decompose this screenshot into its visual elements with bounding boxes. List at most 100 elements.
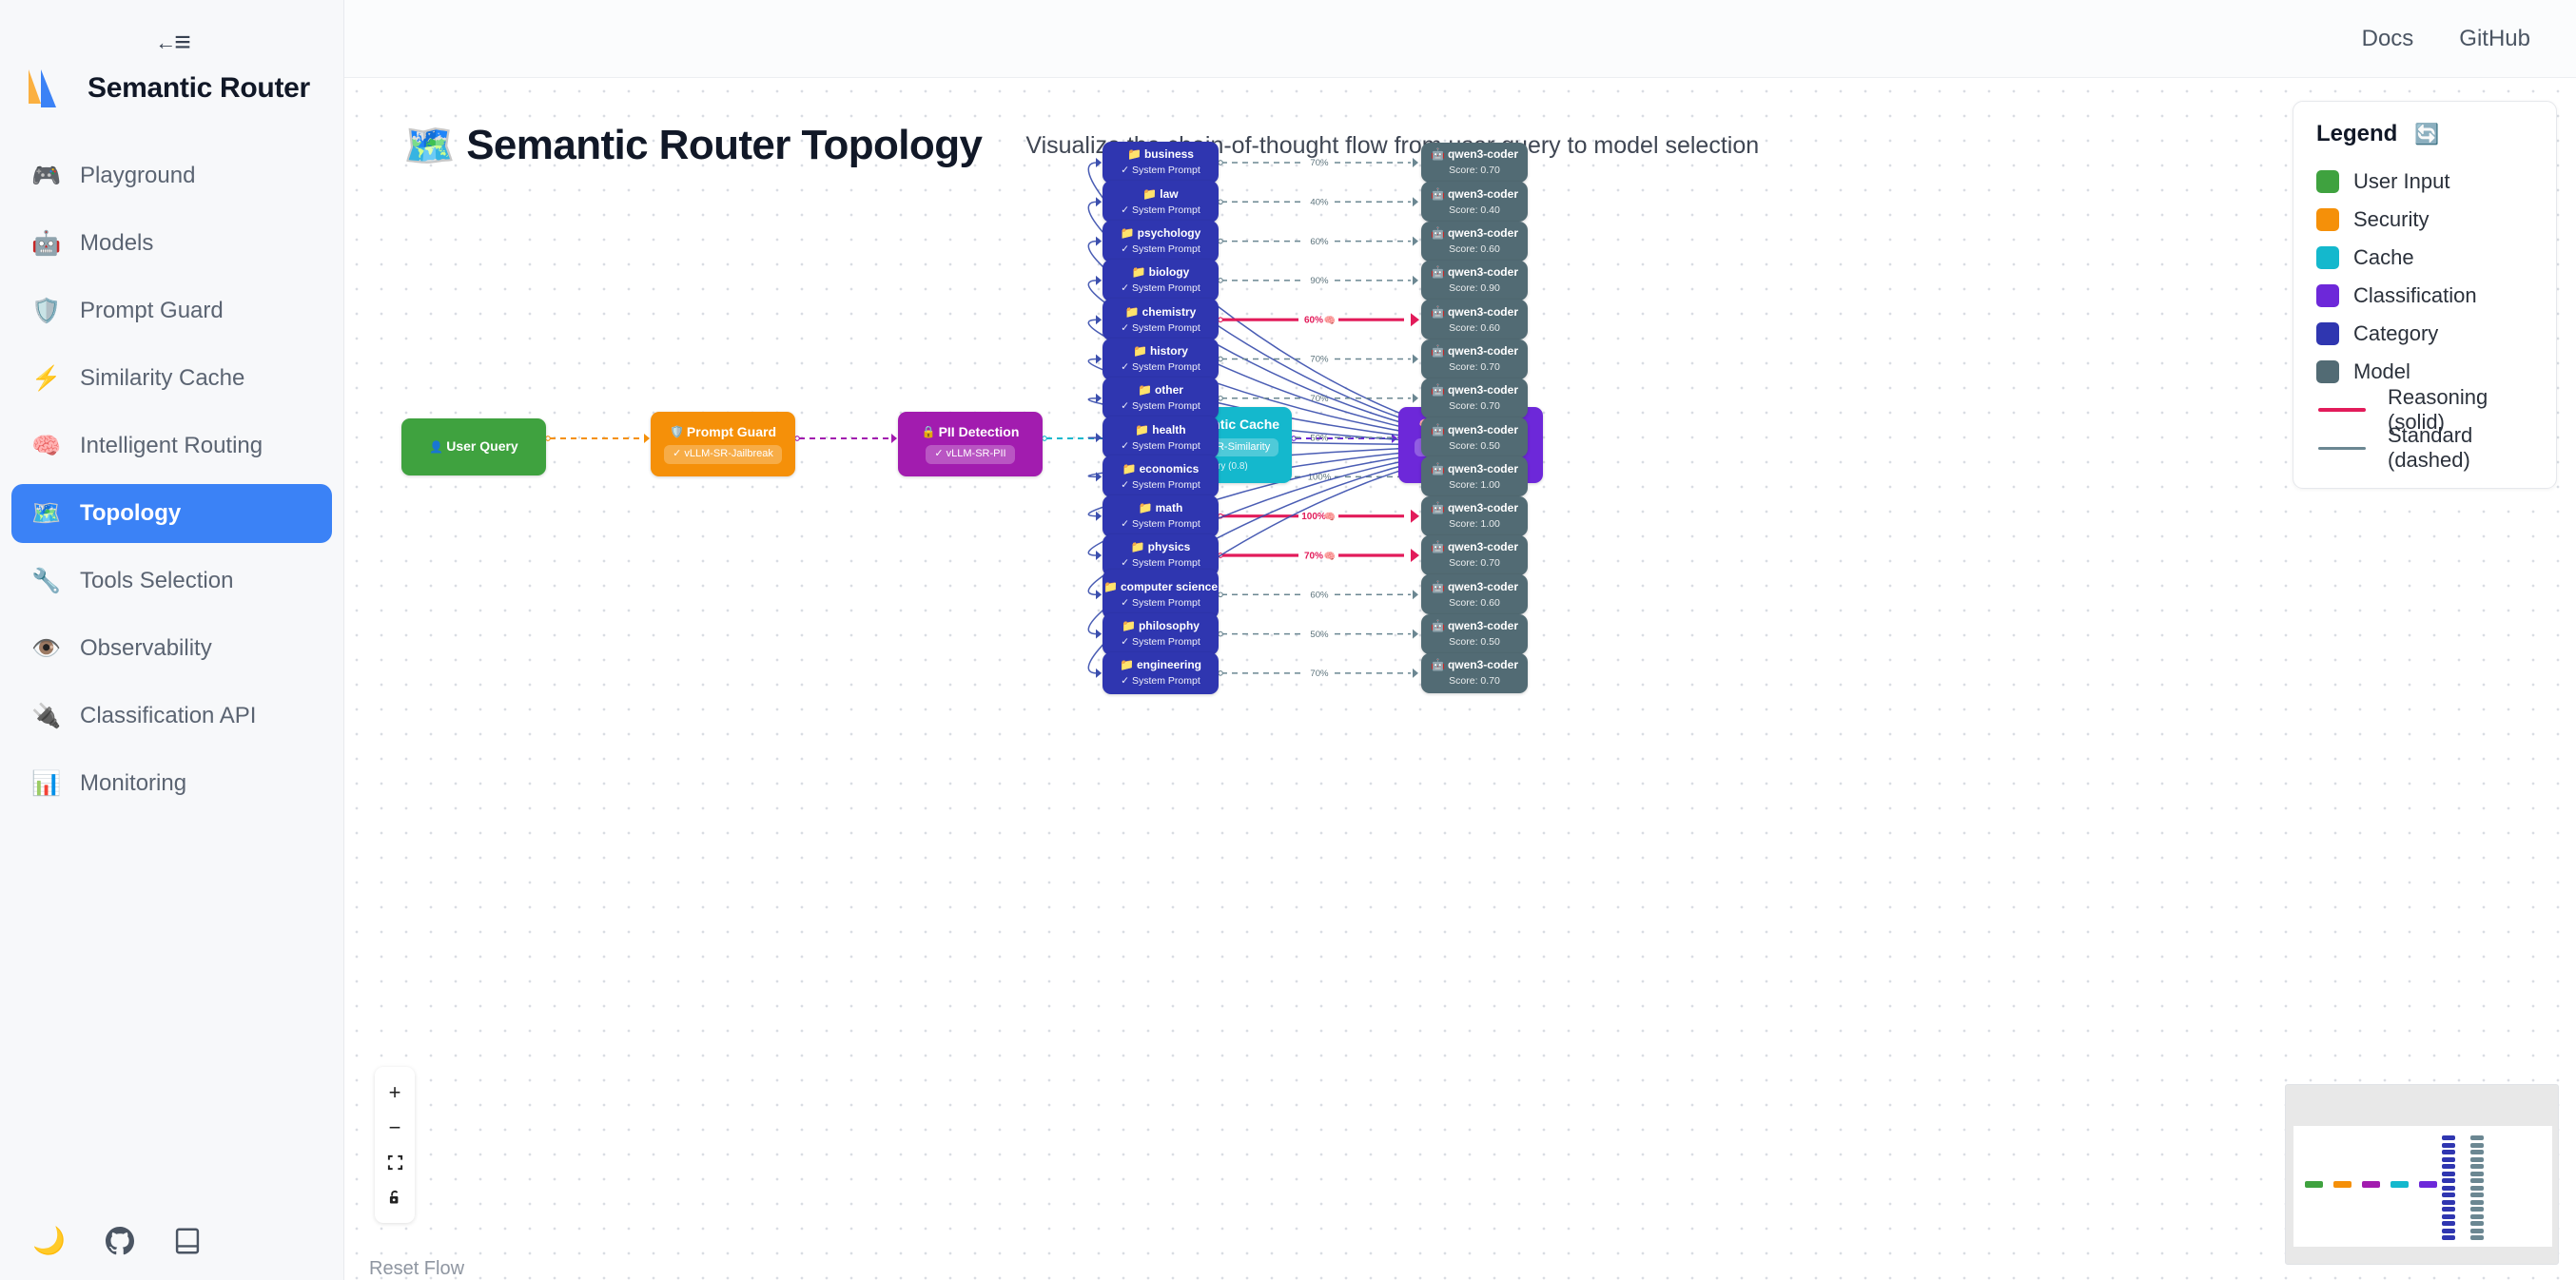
legend-item-cache: Cache xyxy=(2316,239,2533,277)
flow-canvas[interactable]: 🗺️ Semantic Router Topology Visualize th… xyxy=(344,79,2576,1280)
node-category-physics[interactable]: 📁physics✓ System Prompt xyxy=(1103,534,1219,576)
node-title: 🤖qwen3-coder xyxy=(1431,147,1518,162)
minimap-node xyxy=(2470,1142,2484,1148)
sidebar-item-topology[interactable]: 🗺️Topology xyxy=(11,484,332,543)
prompt-guard-icon: 🛡️ xyxy=(669,425,684,439)
node-pii-detection[interactable]: 🔒PII Detection✓ vLLM-SR-PII xyxy=(898,412,1043,476)
node-prompt-guard[interactable]: 🛡️Prompt Guard✓ vLLM-SR-Jailbreak xyxy=(651,412,795,476)
dark-mode-icon[interactable]: 🌙 xyxy=(32,1226,66,1255)
sidebar-item-similarity-cache[interactable]: ⚡Similarity Cache xyxy=(11,349,332,408)
node-title-text: User Query xyxy=(446,438,518,455)
node-category-engineering[interactable]: 📁engineering✓ System Prompt xyxy=(1103,651,1219,694)
node-title: 📁psychology xyxy=(1121,226,1201,241)
edge-arrowhead xyxy=(644,434,650,443)
folder-icon: 📁 xyxy=(1135,422,1150,436)
sidebar-item-observability[interactable]: 👁️Observability xyxy=(11,619,332,678)
edge-arrowhead xyxy=(1096,197,1102,207)
minimap-node xyxy=(2470,1193,2484,1197)
sidebar-item-classification-api[interactable]: 🔌Classification API xyxy=(11,687,332,746)
reset-flow-label[interactable]: Reset Flow xyxy=(369,1258,465,1279)
node-category-math[interactable]: 📁math✓ System Prompt xyxy=(1103,495,1219,537)
sidebar-item-prompt-guard[interactable]: 🛡️Prompt Guard xyxy=(11,281,332,340)
topbar-link-github[interactable]: GitHub xyxy=(2459,25,2530,51)
sidebar-item-monitoring[interactable]: 📊Monitoring xyxy=(11,754,332,813)
edge-arrowhead xyxy=(1411,509,1419,523)
category-system-prompt: ✓ System Prompt xyxy=(1121,282,1200,295)
lock-icon[interactable] xyxy=(375,1180,415,1215)
sidebar-item-models[interactable]: 🤖Models xyxy=(11,214,332,273)
edge-label: 60% xyxy=(1310,237,1329,247)
edge-arrowhead xyxy=(1096,393,1102,403)
node-category-law[interactable]: 📁law✓ System Prompt xyxy=(1103,181,1219,223)
robot-icon: 🤖 xyxy=(1431,186,1445,201)
node-title: 🤖qwen3-coder xyxy=(1431,619,1518,633)
node-title: 📁biology xyxy=(1132,265,1190,280)
edge-arrowhead xyxy=(891,434,897,443)
zoom-in-button[interactable]: + xyxy=(388,1079,401,1104)
edge-label: 100% xyxy=(1301,512,1326,522)
fit-view-icon[interactable] xyxy=(375,1145,415,1180)
sidebar-item-intelligent-routing[interactable]: 🧠Intelligent Routing xyxy=(11,417,332,475)
node-category-computer-science[interactable]: 📁computer science✓ System Prompt xyxy=(1103,570,1219,620)
legend-label: Category xyxy=(2353,321,2439,345)
edge-arrowhead xyxy=(1413,158,1418,167)
legend-title: Legend xyxy=(2316,121,2398,146)
legend-line-solid: Reasoning (solid) xyxy=(2316,385,2533,434)
sidebar-item-icon: 🧠 xyxy=(31,432,62,459)
minimap-node xyxy=(2470,1185,2484,1191)
node-category-other[interactable]: 📁other✓ System Prompt xyxy=(1103,377,1219,419)
edge-arrowhead xyxy=(1413,590,1418,600)
docs-book-icon[interactable] xyxy=(174,1227,201,1255)
node-title-text: PII Detection xyxy=(938,423,1020,439)
node-category-philosophy[interactable]: 📁philosophy✓ System Prompt xyxy=(1103,612,1219,655)
sidebar-item-icon: 🔌 xyxy=(31,702,62,729)
edge-label: 40% xyxy=(1310,198,1329,208)
sidebar-item-tools-selection[interactable]: 🔧Tools Selection xyxy=(11,552,332,611)
minimap[interactable] xyxy=(2285,1084,2559,1265)
node-title-text: economics xyxy=(1139,461,1200,475)
legend-line-swatch xyxy=(2318,446,2366,450)
refresh-icon[interactable]: 🔄 xyxy=(2414,123,2440,145)
node-category-economics[interactable]: 📁economics✓ System Prompt xyxy=(1103,456,1219,498)
node-title: 🤖qwen3-coder xyxy=(1431,462,1518,476)
sidebar-collapse-icon[interactable]: ←≡ xyxy=(155,27,190,58)
node-title: 🤖qwen3-coder xyxy=(1431,658,1518,672)
node-category-history[interactable]: 📁history✓ System Prompt xyxy=(1103,338,1219,380)
minimap-node xyxy=(2442,1228,2455,1233)
sidebar: ←≡ Semantic Router 🎮Playground🤖Models🛡️P… xyxy=(0,0,344,1280)
category-system-prompt: ✓ System Prompt xyxy=(1121,557,1200,570)
node-user-query[interactable]: 👤User Query xyxy=(401,418,546,475)
folder-icon: 📁 xyxy=(1133,343,1147,358)
node-category-biology[interactable]: 📁biology ✓ System Prompt xyxy=(1103,259,1219,301)
minimap-node xyxy=(2442,1185,2455,1191)
node-title: 🤖qwen3-coder xyxy=(1431,423,1518,437)
node-category-psychology[interactable]: 📁psychology✓ System Prompt xyxy=(1103,220,1219,262)
node-title: 📁philosophy xyxy=(1122,619,1200,633)
sidebar-item-label: Monitoring xyxy=(80,770,187,796)
pii-detection-icon: 🔒 xyxy=(921,425,936,439)
node-category-chemistry[interactable]: 📁chemistry✓ System Prompt xyxy=(1103,299,1219,341)
node-category-business[interactable]: 📁business✓ System Prompt xyxy=(1103,142,1219,184)
zoom-out-button[interactable]: − xyxy=(388,1115,401,1139)
category-system-prompt: ✓ System Prompt xyxy=(1121,321,1200,334)
node-category-health[interactable]: 📁health✓ System Prompt xyxy=(1103,417,1219,459)
github-icon[interactable] xyxy=(105,1227,134,1255)
topbar-link-docs[interactable]: Docs xyxy=(2361,25,2414,51)
edge-arrowhead xyxy=(1392,434,1397,443)
sidebar-item-playground[interactable]: 🎮Playground xyxy=(11,146,332,205)
